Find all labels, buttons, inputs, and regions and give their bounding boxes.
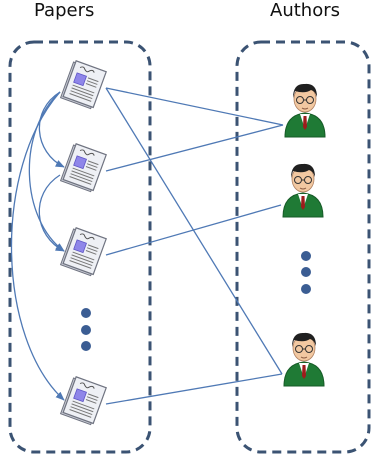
authorship-edge-paper-1-author-3 [105, 87, 283, 375]
papers-ellipsis-dot-2 [81, 325, 91, 335]
edges-layer [10, 87, 284, 405]
paper-1-document-icon [59, 60, 107, 110]
nodes-layer [59, 60, 326, 426]
citation-edge-paper-1-paper-4 [10, 91, 65, 401]
author-2-person-icon [282, 163, 324, 218]
authors-ellipsis-dot-3 [301, 284, 311, 294]
papers-ellipsis-dot-3 [81, 341, 91, 351]
author-1-person-icon [284, 83, 326, 138]
citation-edge-paper-1-paper-2 [38, 91, 65, 168]
authors-group-frame [235, 40, 371, 454]
paper-4-document-icon [59, 376, 107, 426]
authorship-edge-paper-3-author-2 [105, 204, 282, 256]
papers-ellipsis-dot-1 [81, 308, 91, 318]
citation-edge-paper-2-paper-3 [38, 174, 65, 252]
authorship-edge-paper-2-author-1 [105, 124, 284, 172]
authors-ellipsis-dot-1 [301, 251, 311, 261]
authorship-edge-paper-1-author-1 [105, 87, 284, 126]
authorship-edge-paper-4-author-3 [105, 373, 283, 405]
papers-column-title: Papers [34, 0, 95, 21]
authors-ellipsis-dot-2 [301, 267, 311, 277]
papers-group-frame [8, 40, 152, 454]
author-3-person-icon [283, 332, 325, 387]
paper-3-document-icon [59, 227, 107, 277]
citation-edge-paper-1-paper-3 [28, 91, 65, 252]
authors-column-title: Authors [270, 0, 340, 21]
paper-2-document-icon [59, 143, 107, 193]
